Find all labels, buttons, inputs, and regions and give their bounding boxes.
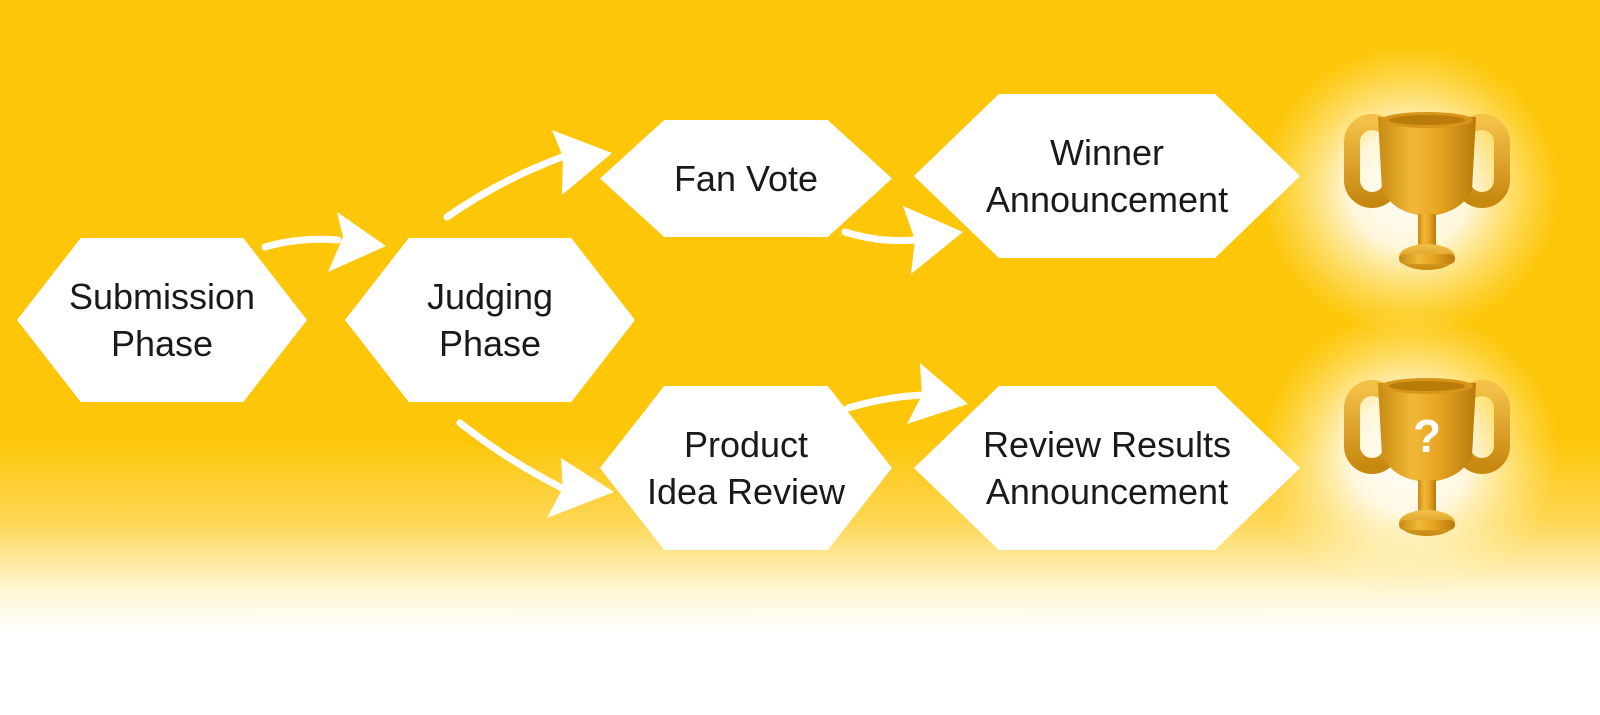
hexagon-shape	[345, 238, 635, 402]
hexagon-shape	[600, 386, 892, 550]
node-fan-vote: Fan Vote	[600, 120, 892, 237]
hexagon-shape	[17, 238, 307, 402]
node-label: Product Idea Review	[646, 424, 846, 512]
trophy-question-mark: ?	[1413, 410, 1441, 462]
arrow-submission-to-judging	[261, 235, 342, 251]
node-label: Winner Announcement	[985, 132, 1229, 220]
node-review-results-announcement: Review Results Announcement	[914, 386, 1300, 550]
hexagon-shape	[914, 94, 1300, 258]
node-product-idea-review: Product Idea Review	[600, 386, 892, 550]
arrowhead-product-review-to-review-results	[907, 363, 968, 424]
trophy-icon	[1344, 112, 1510, 270]
node-label: Review Results Announcement	[982, 424, 1232, 512]
arrowhead-judging-to-fanvote	[552, 130, 612, 195]
arrow-judging-to-product-review	[456, 419, 566, 492]
node-label: Judging Phase	[426, 276, 554, 364]
arrowhead-fanvote-to-winner	[903, 206, 963, 274]
arrow-fanvote-to-winner	[841, 228, 919, 245]
node-judging-phase: Judging Phase	[345, 238, 635, 402]
node-submission-phase: Submission Phase	[17, 238, 307, 402]
hexagon-shape	[914, 386, 1300, 550]
node-winner-announcement: Winner Announcement	[914, 94, 1300, 258]
arrowhead-judging-to-product-review	[547, 458, 614, 518]
node-label: Fan Vote	[673, 158, 819, 199]
trophy-question-icon: ?	[1344, 378, 1510, 536]
node-label: Submission Phase	[68, 276, 256, 364]
arrow-product-review-to-review-results	[844, 391, 926, 412]
hexagon-shape	[600, 120, 892, 237]
arrowhead-submission-to-judging	[328, 212, 386, 272]
arrow-judging-to-fanvote	[443, 153, 566, 221]
